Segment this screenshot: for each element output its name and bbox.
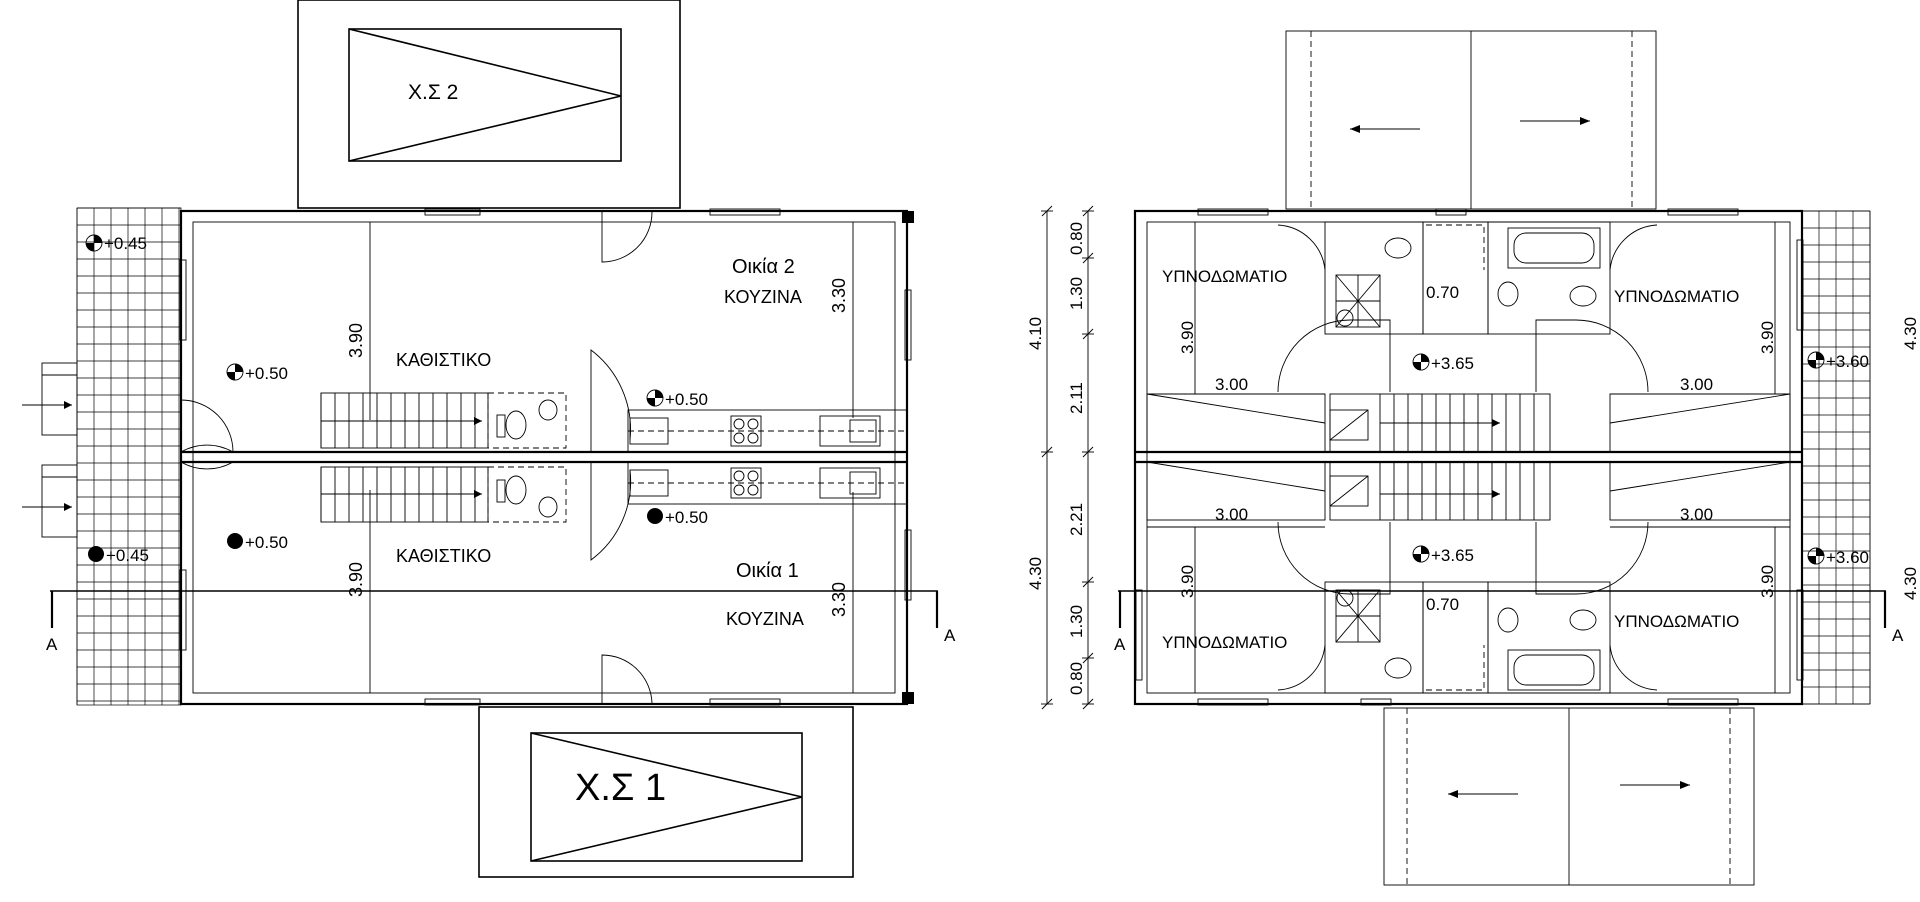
living-1-label: ΚΑΘΙΣΤΙΚΟ <box>396 546 491 566</box>
level-hall-top: +0.50 <box>665 390 708 409</box>
upper-floor-plan: A A +3.65 +3.65 +3.60 +3.60 ΥΠΝΟΔΩΜΑΤΙΟ … <box>1026 30 1920 886</box>
dim-chain-080-top: 0.80 <box>1067 222 1086 255</box>
ground-walls <box>179 208 914 706</box>
upper-stairs <box>1329 393 1551 521</box>
entrance-steps <box>22 362 78 538</box>
dim-070-top: 0.70 <box>1426 283 1459 302</box>
upper-room-labels: ΥΠΝΟΔΩΜΑΤΙΟ ΥΠΝΟΔΩΜΑΤΙΟ ΥΠΝΟΔΩΜΑΤΙΟ ΥΠΝΟ… <box>1026 222 1920 695</box>
dim-070-bottom: 0.70 <box>1426 595 1459 614</box>
roof-bottom <box>1383 707 1755 886</box>
hatch-line <box>1082 205 1094 217</box>
parking-space-1: Χ.Σ 1 <box>478 706 854 878</box>
dim-chain-130-bottom: 1.30 <box>1067 605 1086 638</box>
ground-stairs-bottom <box>320 466 489 523</box>
dim-right-bottom: 4.30 <box>1901 567 1920 600</box>
level-balcony-top: +3.60 <box>1826 352 1869 371</box>
tiled-terrace <box>76 207 182 706</box>
level-upper-bottom: +3.65 <box>1431 546 1474 565</box>
hatch-line <box>1082 652 1094 664</box>
roof-top <box>1285 30 1657 210</box>
dim-390-bottom-right: 3.90 <box>1758 565 1777 598</box>
level-upper-top: +3.65 <box>1431 354 1474 373</box>
hatch-line <box>1041 205 1053 217</box>
bathroom-fixtures <box>1335 224 1601 691</box>
section-marker-left-upper: A <box>1114 635 1126 654</box>
dim-chain-130-top: 1.30 <box>1067 277 1086 310</box>
kitchen-2-label: ΚΟΥΖΙΝΑ <box>724 287 802 307</box>
dim-chain-221: 2.21 <box>1067 503 1086 536</box>
ground-floor-plan: Χ.Σ 2 Χ.Σ 1 <box>22 0 956 878</box>
dim-390-top-left: 3.90 <box>1178 321 1197 354</box>
house-1-label: Οικία 1 <box>736 560 799 582</box>
section-marker-right: A <box>944 626 956 645</box>
parking-1-label: Χ.Σ 1 <box>575 767 666 809</box>
dim-390-bottom-left: 3.90 <box>1178 565 1197 598</box>
dim-kitchen-bottom: 3.30 <box>829 582 849 617</box>
dim-chain-211: 2.11 <box>1067 382 1086 414</box>
parking-2-label: Χ.Σ 2 <box>408 81 458 104</box>
section-line-upper: A A <box>1114 590 1904 654</box>
wardrobes <box>1146 393 1791 521</box>
level-living-bottom: +0.50 <box>245 533 288 552</box>
dim-chain-080-bottom: 0.80 <box>1067 662 1086 695</box>
dim-300-top-right: 3.00 <box>1680 375 1713 394</box>
hatch-line <box>1041 446 1053 458</box>
level-balcony-bottom: +3.60 <box>1826 548 1869 567</box>
ground-level-markers: +0.45 +0.45 +0.50 +0.50 +0.50 +0.50 <box>85 234 708 565</box>
house-2-label: Οικία 2 <box>732 256 795 278</box>
hatch-line <box>1082 328 1094 340</box>
bedroom-top-right: ΥΠΝΟΔΩΜΑΤΙΟ <box>1614 287 1739 306</box>
dim-living-bottom: 3.90 <box>346 562 366 597</box>
kitchen-1-label: ΚΟΥΖΙΝΑ <box>726 609 804 629</box>
dim-390-top-right: 3.90 <box>1758 321 1777 354</box>
dim-overall-top: 4.10 <box>1026 317 1045 350</box>
ground-room-labels: Οικία 2 ΚΟΥΖΙΝΑ ΚΑΘΙΣΤΙΚΟ ΚΑΘΙΣΤΙΚΟ Οικί… <box>346 256 849 629</box>
bedroom-bottom-left: ΥΠΝΟΔΩΜΑΤΙΟ <box>1162 633 1287 652</box>
hatch-line <box>1082 252 1094 264</box>
bedroom-top-left: ΥΠΝΟΔΩΜΑΤΙΟ <box>1162 267 1287 286</box>
dim-living-top: 3.90 <box>346 323 366 358</box>
hatch-line <box>1082 698 1094 710</box>
section-marker-right-upper: A <box>1892 626 1904 645</box>
ground-stairs-top <box>320 392 489 449</box>
dim-kitchen-top: 3.30 <box>829 278 849 313</box>
hatch-line <box>1082 446 1094 458</box>
level-living-top: +0.50 <box>245 364 288 383</box>
upper-level-markers: +3.65 +3.65 +3.60 +3.60 <box>1412 351 1869 567</box>
level-terrace-top: +0.45 <box>104 234 147 253</box>
dim-300-bottom-left: 3.00 <box>1215 505 1248 524</box>
dim-overall-bottom: 4.30 <box>1026 557 1045 590</box>
tiled-balcony <box>1801 210 1871 705</box>
dim-300-top-left: 3.00 <box>1215 375 1248 394</box>
living-2-label: ΚΑΘΙΣΤΙΚΟ <box>396 350 491 370</box>
dim-right-top: 4.30 <box>1901 317 1920 350</box>
dimension-chain-left <box>1041 205 1094 710</box>
bedroom-bottom-right: ΥΠΝΟΔΩΜΑΤΙΟ <box>1614 612 1739 631</box>
dim-300-bottom-right: 3.00 <box>1680 505 1713 524</box>
kitchen-counters <box>627 409 908 505</box>
section-line-ground: A A <box>46 590 956 654</box>
section-marker-left: A <box>46 635 58 654</box>
hatch-line <box>1082 576 1094 588</box>
wc-fixtures <box>487 392 567 523</box>
level-hall-bottom: +0.50 <box>665 508 708 527</box>
level-terrace-bottom: +0.45 <box>106 546 149 565</box>
hatch-line <box>1041 698 1053 710</box>
parking-space-2: Χ.Σ 2 <box>297 0 681 209</box>
